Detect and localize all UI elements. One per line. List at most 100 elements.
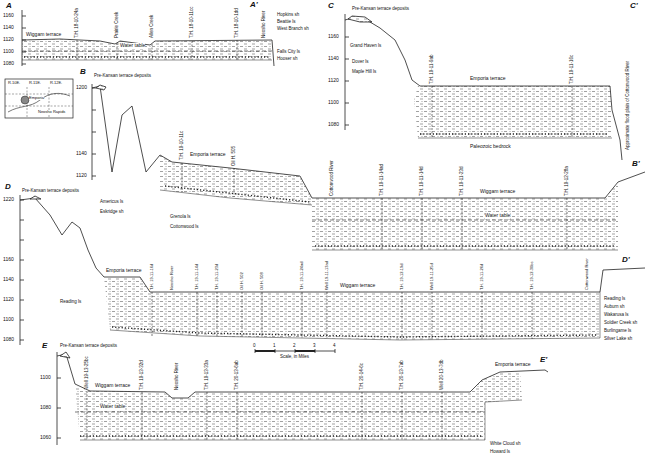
well-label: T.H. 19-12-19d	[400, 264, 404, 290]
section-label: White Cloud sh	[490, 442, 521, 447]
section-label: Pre-Kansan terrace deposits	[60, 344, 117, 349]
well-label: T.H. 20-13-6ab	[235, 360, 240, 390]
section-label: Pre-Kansan terrace deposits	[22, 189, 79, 194]
section-label: 1100	[3, 49, 14, 55]
section-label: 4	[333, 344, 336, 349]
section-label: R.12E.	[50, 81, 62, 85]
section-label: 1120	[328, 78, 339, 84]
well-label: T.H. 18-10-24a	[75, 8, 80, 38]
well-label: Oil H. 505	[232, 146, 237, 166]
section-label: Wiggam terrace	[95, 383, 130, 389]
section-label: 1	[273, 344, 276, 349]
well-label: Neosho River	[262, 11, 267, 38]
section-letter: D	[5, 183, 11, 192]
section-label: Silver Lake sh	[604, 337, 632, 342]
section-label: 1140	[76, 151, 87, 157]
well-label: Approximate flood plain of Cottonwood Ri…	[626, 61, 631, 150]
section-label: Neosho Rapids	[38, 110, 65, 114]
section-label: R.11E.	[29, 81, 41, 85]
well-label: T.H. 19-11-24ad	[300, 262, 304, 290]
well-label: Well 19-11-25d	[430, 263, 434, 290]
section-label: Cottonwood ls	[170, 225, 199, 230]
section-label: 1100	[40, 375, 51, 381]
section-label: 1120	[76, 173, 87, 179]
section-label: Pre-Kansan terrace deposits	[94, 74, 151, 79]
section-letter: D'	[622, 256, 630, 265]
section-label: 1160	[3, 13, 14, 19]
well-label: T.H. 19-13-33a	[205, 360, 210, 390]
section-label: 1140	[3, 277, 14, 283]
section-label: Hopkins sh	[277, 13, 299, 18]
section-label: Burlingame ls	[604, 329, 631, 334]
section-label: 0	[253, 344, 256, 349]
section-label: Eskridge sh	[100, 210, 124, 215]
section-label: 1200	[76, 85, 87, 91]
well-label: Well 19-11-13ad	[325, 261, 329, 290]
section-label: 1160	[328, 34, 339, 40]
well-label: Allen Creek	[150, 15, 155, 38]
section-label: Emporia terrace	[190, 152, 226, 158]
section-label: Emporia terrace	[106, 268, 142, 274]
section-label: Auburn sh	[604, 305, 625, 310]
section-letter: E	[42, 342, 47, 351]
section-label: Wiggam terrace	[340, 283, 375, 289]
section-label: Falls City ls	[277, 50, 300, 55]
well-label: Well 20-13-7db	[440, 360, 445, 390]
well-label: Oil H. 502	[240, 272, 244, 290]
section-label: 1080	[40, 405, 51, 411]
section-letter: B	[80, 68, 86, 77]
well-label: Oil H. 508	[260, 272, 264, 290]
section-label: Americus ls	[100, 200, 123, 205]
well-label: T.H. 18-10-11cc	[190, 7, 195, 38]
section-label: 1080	[3, 61, 14, 67]
well-label: T.H. 18-10-1dd	[235, 8, 240, 38]
section-label: Grenola ls	[170, 215, 191, 220]
section-label: Wiggam terrace	[480, 189, 515, 195]
well-label: T.H. 19-11-14d	[195, 264, 199, 290]
well-label: T.H. 19-12-30bc	[530, 262, 534, 290]
section-label: Hooser sh	[277, 57, 298, 62]
well-label: T.H. 19-11-16c	[570, 55, 575, 84]
well-label: T.H. 19-12-28a	[565, 166, 570, 196]
section-label: 1140	[328, 56, 339, 62]
section-label: Dover ls	[352, 60, 369, 65]
section-label: Howard ls	[490, 450, 510, 455]
well-label: Cottonwood River	[585, 258, 589, 290]
section-label: Reading ls	[604, 297, 625, 302]
well-label: Well 19-13-25bc	[85, 356, 90, 389]
section-label: Wakarusa ls	[604, 313, 629, 318]
section-letter: B'	[632, 160, 640, 169]
section-label: Pre-Kansan terrace deposits	[352, 7, 409, 12]
well-label: T.H. 19-11-9ab	[430, 55, 435, 84]
section-label: Scale, in Miles	[280, 355, 309, 360]
well-label: T.H. 19-13-32d	[140, 360, 145, 390]
section-label: Reading ls	[60, 300, 81, 305]
well-label: T.H. 20-13-7ab	[400, 360, 405, 390]
section-label: 1100	[328, 100, 339, 106]
section-letter: C'	[630, 2, 638, 11]
section-label: Beattie ls	[277, 20, 296, 25]
section-label: 1080	[328, 122, 339, 128]
section-label: Water table	[120, 43, 145, 49]
well-label: T.H. 19-11-26d	[480, 264, 484, 290]
section-letter: C	[328, 2, 334, 11]
section-label: Emporia terrace	[495, 362, 531, 368]
well-label: T.H. 20-14-6c	[360, 363, 365, 390]
well-label: T.H. 19-10-11c	[180, 131, 185, 160]
section-label: 1220	[3, 197, 14, 203]
section-label: Grand Haven ls	[350, 44, 381, 49]
section-letter: A'	[250, 1, 258, 10]
section-label: Soldier Creek sh	[604, 321, 637, 326]
section-label: 1160	[3, 257, 14, 263]
section-label: 1060	[40, 435, 51, 441]
well-label: T.H. 19-11-14ad	[380, 164, 385, 196]
well-label: T.H. 19-11-14d	[420, 167, 425, 196]
section-label: 1100	[3, 317, 14, 323]
well-label: Prairie Creek	[115, 12, 120, 38]
well-label: Neosho River	[170, 266, 174, 290]
section-label: Water table	[485, 213, 510, 219]
section-label: 1080	[3, 337, 14, 343]
section-label: 2	[293, 344, 296, 349]
well-label: Neosho River	[175, 363, 180, 390]
section-label: Maple Hill ls	[352, 70, 376, 75]
